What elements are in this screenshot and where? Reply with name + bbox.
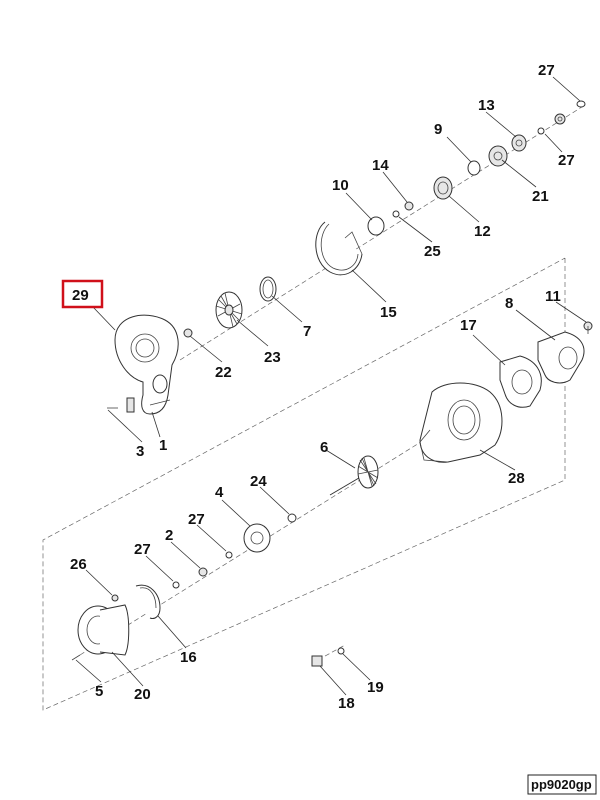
part-21-thrust-bearing bbox=[488, 145, 508, 167]
drawing-code-box bbox=[527, 774, 597, 795]
callout-11: 11 bbox=[545, 288, 561, 305]
callout-1: 1 bbox=[159, 437, 167, 454]
callout-22: 22 bbox=[215, 364, 232, 381]
part-27-ring-lower bbox=[225, 551, 233, 559]
part-9-seal-ring bbox=[467, 160, 481, 176]
callout-16: 16 bbox=[180, 649, 197, 666]
part-14-nut bbox=[404, 201, 414, 211]
part-4-oil-deflector bbox=[243, 523, 271, 553]
callout-23: 23 bbox=[264, 349, 281, 366]
part-22-nut bbox=[183, 328, 193, 338]
callout-3: 3 bbox=[136, 443, 144, 460]
part-26-screw bbox=[111, 594, 119, 602]
callout-14: 14 bbox=[372, 157, 389, 174]
part-1-compressor-housing bbox=[114, 314, 179, 415]
part-3-bracket bbox=[107, 397, 135, 413]
callout-12: 12 bbox=[474, 223, 491, 240]
callout-6: 6 bbox=[320, 439, 328, 456]
callout-25: 25 bbox=[424, 243, 441, 260]
part-10-o-ring bbox=[367, 216, 385, 236]
part-7-snap-ring bbox=[259, 276, 277, 302]
part-25-washer bbox=[392, 210, 400, 218]
leader-lines bbox=[75, 76, 587, 696]
part-5-screw bbox=[71, 654, 81, 661]
part-13-thrust-collar bbox=[511, 134, 527, 152]
part-27-ring-small bbox=[172, 581, 180, 589]
callout-4: 4 bbox=[215, 484, 224, 501]
part-15-v-band-clamp bbox=[315, 221, 363, 276]
assembly-boundary bbox=[42, 257, 566, 711]
part-17-gasket bbox=[499, 355, 542, 408]
callout-8: 8 bbox=[505, 295, 513, 312]
callout-29: 29 bbox=[72, 287, 89, 304]
part-27-top-washer bbox=[576, 100, 586, 108]
part-23-compressor-wheel bbox=[215, 291, 243, 329]
callout-28: 28 bbox=[508, 470, 525, 487]
part-11-bolt bbox=[583, 321, 593, 334]
callout-10: 10 bbox=[332, 177, 349, 194]
part-24-piston-ring bbox=[287, 513, 297, 523]
callout-24: 24 bbox=[250, 473, 267, 490]
callout-21: 21 bbox=[532, 188, 549, 205]
part-16-heat-shield bbox=[135, 584, 161, 619]
callout-7: 7 bbox=[303, 323, 311, 340]
part-27-nut bbox=[554, 113, 566, 125]
part-6-turbine-wheel-shaft bbox=[329, 455, 379, 496]
part-18-drain-plug bbox=[311, 655, 323, 667]
callout-17: 17 bbox=[460, 317, 477, 334]
callout-18: 18 bbox=[338, 695, 355, 712]
callout-27-lower-a: 27 bbox=[188, 511, 205, 528]
axis-line-drain bbox=[317, 644, 346, 661]
callout-15: 15 bbox=[380, 304, 397, 321]
callout-29-highlight-box bbox=[61, 279, 104, 309]
callout-9: 9 bbox=[434, 121, 442, 138]
part-2-nut bbox=[198, 567, 208, 577]
part-28-turbine-housing bbox=[419, 382, 503, 463]
callout-19: 19 bbox=[367, 679, 384, 696]
part-20-backplate bbox=[77, 604, 130, 656]
callout-13: 13 bbox=[478, 97, 495, 114]
callout-26: 26 bbox=[70, 556, 87, 573]
callout-2: 2 bbox=[165, 527, 173, 544]
part-8-mounting-plate bbox=[537, 331, 585, 384]
callout-27-right: 27 bbox=[558, 152, 575, 169]
callout-20: 20 bbox=[134, 686, 151, 703]
callout-27-top: 27 bbox=[538, 62, 555, 79]
callout-27-lower-b: 27 bbox=[134, 541, 151, 558]
part-19-o-ring bbox=[337, 647, 345, 655]
part-27-small-ring bbox=[537, 127, 545, 135]
drawing-code: pp9020gp bbox=[531, 777, 592, 792]
part-12-bearing-flange bbox=[433, 176, 453, 200]
callout-5: 5 bbox=[95, 683, 103, 700]
